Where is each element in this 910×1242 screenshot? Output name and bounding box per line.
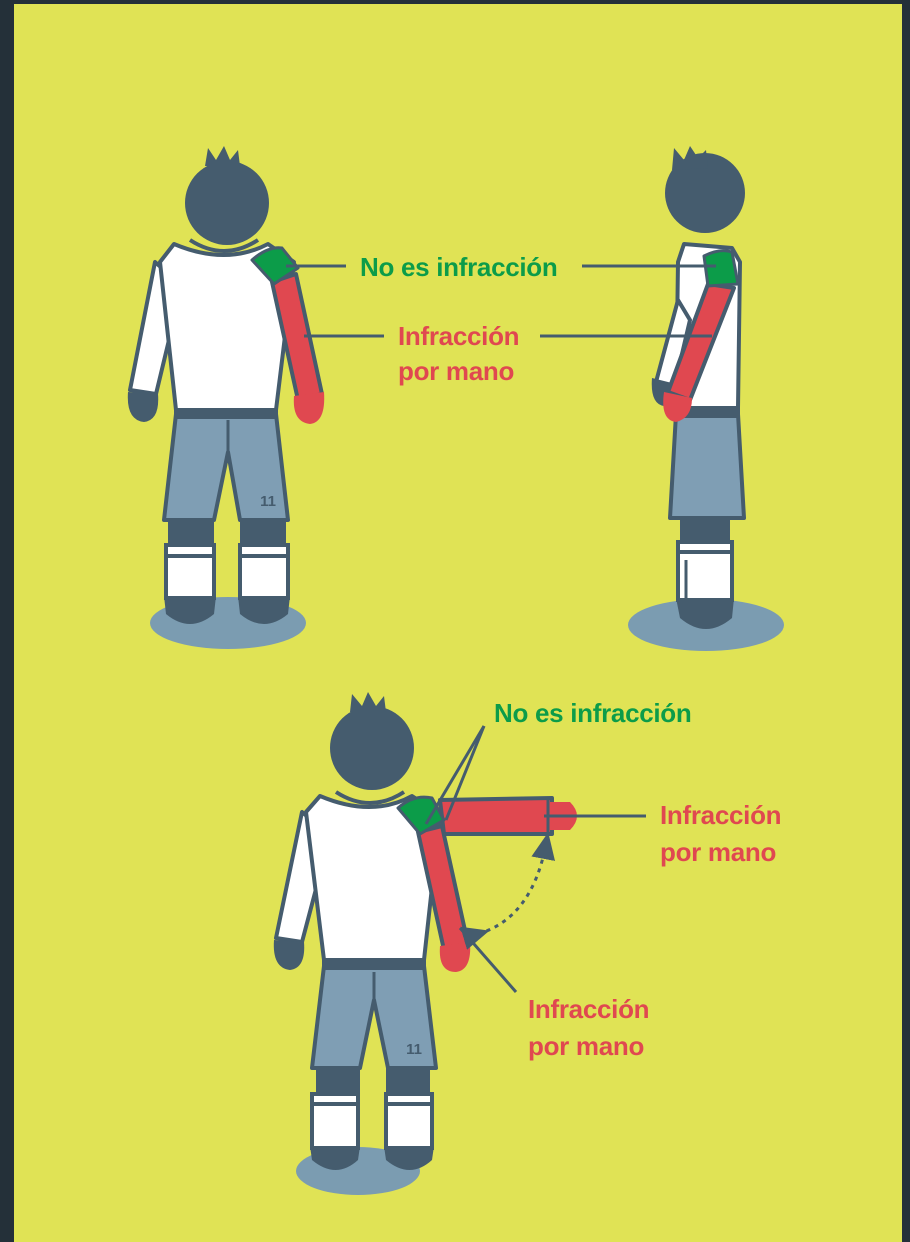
arm-raise-arrow — [478, 844, 546, 934]
label-bottom-arm-out-line1: Infracción — [660, 798, 781, 833]
arm-raised-infraction — [440, 798, 552, 834]
label-top-infraction-line2: por mano — [398, 354, 514, 389]
right-sock — [240, 545, 288, 598]
label-bottom-no-infraction: No es infracción — [494, 696, 691, 731]
label-bottom-arm-down-line1: Infracción — [528, 992, 649, 1027]
shoulder-no-infraction — [704, 251, 738, 286]
hair — [350, 692, 386, 712]
hair — [205, 146, 240, 166]
shorts-number: 11 — [406, 1041, 422, 1058]
hair — [672, 146, 708, 170]
player-front-arm-raised: 11 — [274, 692, 577, 1195]
head — [185, 161, 269, 245]
shorts — [670, 414, 744, 518]
head — [330, 706, 414, 790]
shorts-number: 11 — [260, 493, 276, 510]
label-bottom-arm-out-line2: por mano — [660, 835, 776, 870]
player-front-arms-down: 11 — [128, 146, 324, 649]
left-sock — [166, 545, 214, 598]
label-top-infraction-line1: Infracción — [398, 319, 519, 354]
label-bottom-arm-down-line2: por mano — [528, 1029, 644, 1064]
left-hand — [128, 392, 158, 422]
left-hand — [274, 940, 304, 970]
hand-down — [440, 942, 470, 972]
right-hand — [294, 392, 324, 424]
player-side-view — [628, 146, 784, 651]
label-top-no-infraction: No es infracción — [360, 250, 557, 285]
